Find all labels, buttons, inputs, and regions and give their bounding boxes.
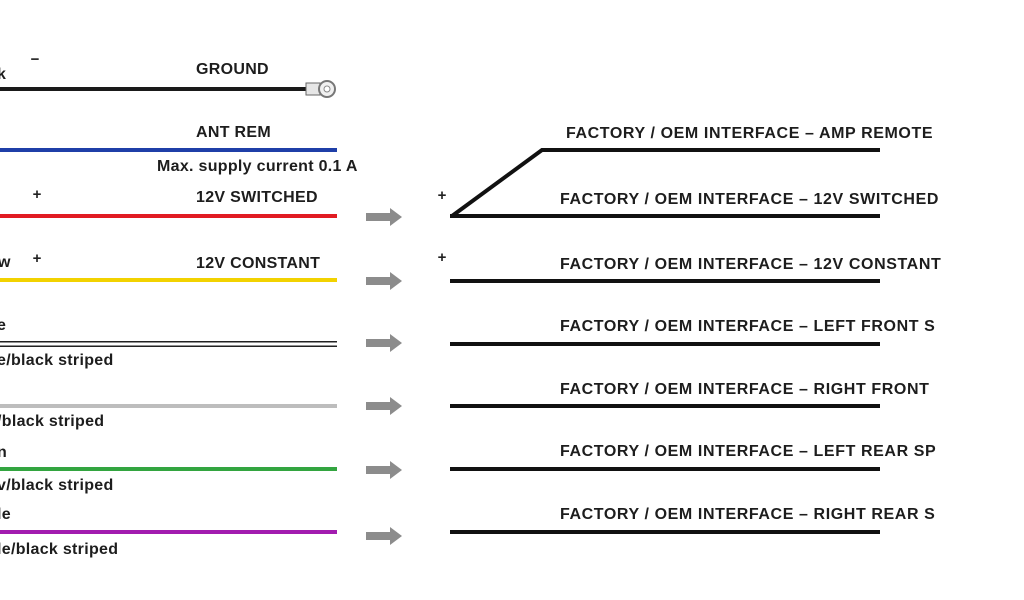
oem-constant-polarity: + — [437, 249, 447, 266]
right-rear-color-label: le — [0, 506, 11, 523]
connection-arrows — [366, 208, 402, 545]
left-rear-color-label: n — [0, 444, 8, 461]
left-front-stripe-label: e/black striped — [0, 352, 114, 369]
arrow-icon — [366, 397, 402, 415]
oem-amp-remote-label: FACTORY / OEM INTERFACE – AMP REMOTE — [566, 125, 934, 142]
arrow-icon — [366, 527, 402, 545]
constant-polarity: + — [32, 250, 42, 267]
oem-switched-polarity: + — [437, 187, 447, 204]
arrow-icon — [366, 272, 402, 290]
right-lines — [450, 148, 880, 534]
oem-right-rear-label: FACTORY / OEM INTERFACE – RIGHT REAR S — [560, 506, 936, 523]
oem-12v-switched-label: FACTORY / OEM INTERFACE – 12V SWITCHED — [560, 191, 940, 208]
arrow-icon — [366, 461, 402, 479]
amp-remote-line — [450, 148, 880, 218]
oem-12v-constant-label: FACTORY / OEM INTERFACE – 12V CONSTANT — [560, 256, 942, 273]
switched-polarity: + — [32, 186, 42, 203]
switched-label: 12V SWITCHED — [196, 189, 318, 206]
right-rear-stripe-label: le/black striped — [0, 541, 119, 558]
oem-left-front-label: FACTORY / OEM INTERFACE – LEFT FRONT S — [560, 318, 936, 335]
left-wires — [0, 80, 337, 534]
oem-right-front-label: FACTORY / OEM INTERFACE – RIGHT FRONT — [560, 381, 930, 398]
right-front-stripe-label: /black striped — [0, 413, 105, 430]
ant-rem-note: Max. supply current 0.1 A — [157, 158, 358, 175]
ground-color-label: k — [0, 66, 7, 83]
constant-color-label: w — [0, 254, 11, 271]
ground-label: GROUND — [196, 61, 269, 78]
left-rear-stripe-label: v/black striped — [0, 477, 114, 494]
ant-rem-label: ANT REM — [196, 124, 271, 141]
ground-polarity: − — [30, 51, 40, 68]
left-front-color-label: e — [0, 317, 7, 334]
oem-left-rear-label: FACTORY / OEM INTERFACE – LEFT REAR SP — [560, 443, 937, 460]
ring-terminal-icon — [305, 80, 336, 98]
arrow-icon — [366, 208, 402, 226]
constant-label: 12V CONSTANT — [196, 255, 321, 272]
arrow-icon — [366, 334, 402, 352]
